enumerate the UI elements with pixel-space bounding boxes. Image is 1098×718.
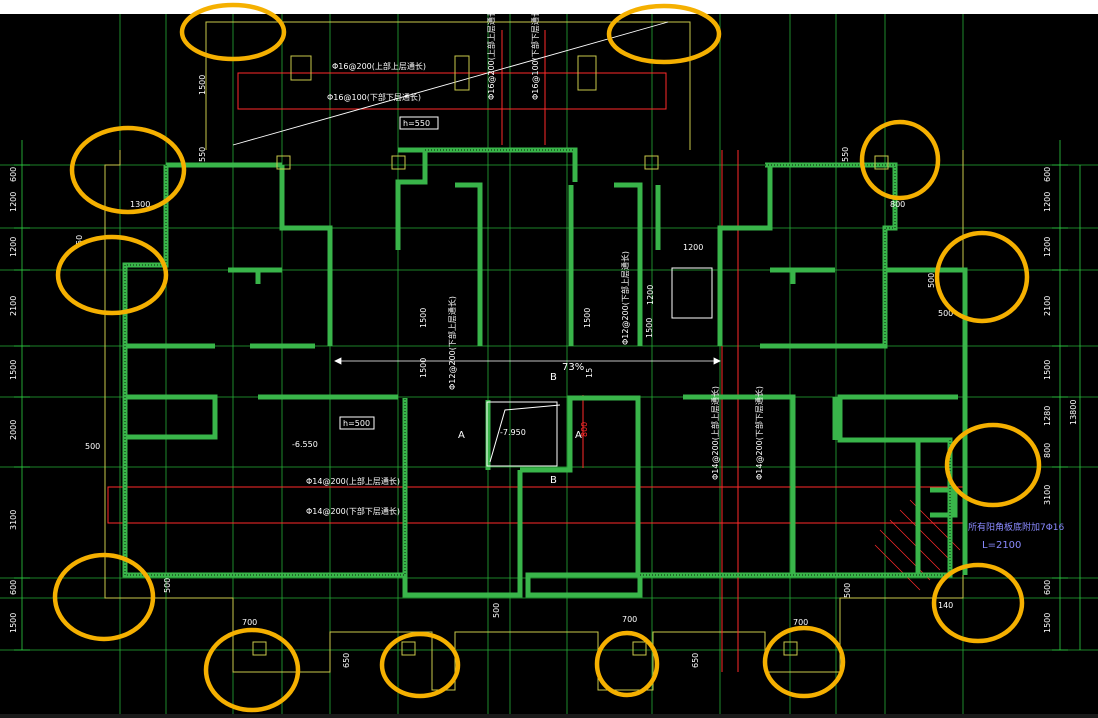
highlight-circle [762, 625, 846, 699]
dim-mid-1500c: 1500 [419, 358, 428, 378]
right-dim-4: 1500 [1043, 360, 1052, 380]
label-right-vert-1: Φ14@200(上部上层通长) [710, 386, 720, 480]
right-total: 13800 [1069, 400, 1078, 425]
label-h-mid: h=500 [343, 419, 370, 428]
dimension-lines [14, 140, 1081, 651]
right-dim-8: 600 [1043, 580, 1052, 595]
dim-right-800: 800 [890, 200, 905, 209]
label-mid-rebar-upper: Φ14@200(上部上层通长) [306, 476, 400, 486]
label-top-vertical-2: Φ16@100(下部下层通长) [530, 6, 540, 100]
dim-mid-1200: 1200 [683, 243, 703, 252]
right-dim-3: 2100 [1043, 296, 1052, 316]
highlight-circle [179, 2, 287, 62]
right-dim-2: 1200 [1043, 237, 1052, 257]
highlight-circle [203, 627, 301, 713]
dim-bot-500c: 500 [843, 583, 852, 598]
dim-top-left-height: 1500 [198, 75, 207, 95]
label-slope: 73% [562, 362, 584, 373]
top-title-bar [0, 0, 1098, 14]
dim-left-1300: 1300 [130, 200, 150, 209]
boxed-labels [339, 116, 439, 430]
dim-mid-1500b: 1500 [583, 308, 592, 328]
label-ramp-rebar-left: Φ12@200(下部上层通长) [447, 296, 457, 390]
bottom-status-strip [0, 714, 1098, 718]
label-note-corner: 所有阳角板底附加7Φ16 [968, 521, 1065, 533]
highlight-circle [931, 562, 1025, 644]
dim-right-500b: 500 [938, 309, 953, 318]
dim-bot-700c: 700 [793, 618, 808, 627]
label-note-length: L=2100 [982, 540, 1021, 551]
highlight-circle [69, 125, 187, 215]
walls [122, 147, 968, 598]
dim-bot-650a: 650 [342, 653, 351, 668]
dim-bot-500b: 500 [492, 603, 501, 618]
right-dim-5: 1280 [1043, 406, 1052, 426]
right-dim-6: 800 [1043, 443, 1052, 458]
pit-box [486, 401, 561, 467]
highlight-circle [606, 3, 722, 65]
dim-bot-700a: 700 [242, 618, 257, 627]
label-h-top: h=550 [403, 119, 430, 128]
highlight-circle [859, 119, 941, 201]
highlight-circle [944, 422, 1042, 508]
left-dim-7: 600 [9, 580, 18, 595]
left-dim-1: 1200 [9, 192, 18, 212]
dim-bot-700b: 700 [622, 615, 637, 624]
dim-top-left-small: 550 [198, 147, 207, 162]
left-dim-0: 600 [9, 167, 18, 182]
dim-mid-1500d: 1500 [645, 318, 654, 338]
highlight-circle [594, 630, 660, 698]
dimension-labels: 600 1200 1200 2100 1500 2000 3100 600 15… [9, 75, 1078, 668]
label-top-rebar-lower: Φ16@100(下部下层通长) [327, 92, 421, 102]
label-section-a-right: A [575, 430, 582, 441]
dim-mid-1500a: 1500 [419, 308, 428, 328]
left-dim-5: 2000 [9, 420, 18, 440]
dim-pit-800: 800 [580, 422, 589, 437]
dim-mid-15: 15 [585, 368, 594, 378]
dim-top-right-small: 550 [841, 147, 850, 162]
highlight-circles [52, 2, 1042, 713]
dim-mid-1200v: 1200 [646, 285, 655, 305]
dim-left-500: 500 [85, 442, 100, 451]
highlight-circle [934, 230, 1030, 324]
column-markers [252, 55, 889, 656]
wall-hatch [124, 149, 951, 576]
highlight-circle [55, 234, 169, 316]
label-ramp-rebar-right: Φ12@200(下部上层通长) [620, 251, 630, 345]
dim-left-50: 50 [75, 235, 84, 245]
annotations: Φ16@200(上部上层通长) Φ16@100(下部下层通长) h=550 h=… [292, 6, 1065, 551]
label-section-b-bottom: B [550, 475, 557, 486]
left-dim-6: 3100 [9, 510, 18, 530]
right-dim-0: 600 [1043, 167, 1052, 182]
label-top-vertical-1: Φ16@200(上部上层通长) [486, 6, 496, 100]
label-top-rebar-upper: Φ16@200(上部上层通长) [332, 61, 426, 71]
slope-arrow [334, 357, 721, 365]
slope-line [232, 21, 669, 146]
left-dim-8: 1500 [9, 613, 18, 633]
highlight-circle [379, 631, 461, 699]
right-dim-7: 3100 [1043, 485, 1052, 505]
label-right-vert-2: Φ14@200(下部下层通长) [754, 386, 764, 480]
left-dim-3: 2100 [9, 296, 18, 316]
left-dim-4: 1500 [9, 360, 18, 380]
label-section-b-top: B [550, 372, 557, 383]
dim-bot-650b: 650 [691, 653, 700, 668]
dim-right-500a: 500 [927, 273, 936, 288]
left-dim-2: 1200 [9, 237, 18, 257]
label-elev-pit: -7.950 [500, 428, 526, 437]
highlight-circle [52, 552, 156, 642]
label-mid-rebar-lower: Φ14@200(下部下层通长) [306, 506, 400, 516]
right-dim-1: 1200 [1043, 192, 1052, 212]
right-dim-9: 1500 [1043, 613, 1052, 633]
dim-bot-500a: 500 [163, 578, 172, 593]
label-elev-mid: -6.550 [292, 440, 318, 449]
label-section-a-left: A [458, 430, 465, 441]
dim-right-140: 140 [938, 601, 953, 610]
raft-outline [104, 21, 964, 691]
